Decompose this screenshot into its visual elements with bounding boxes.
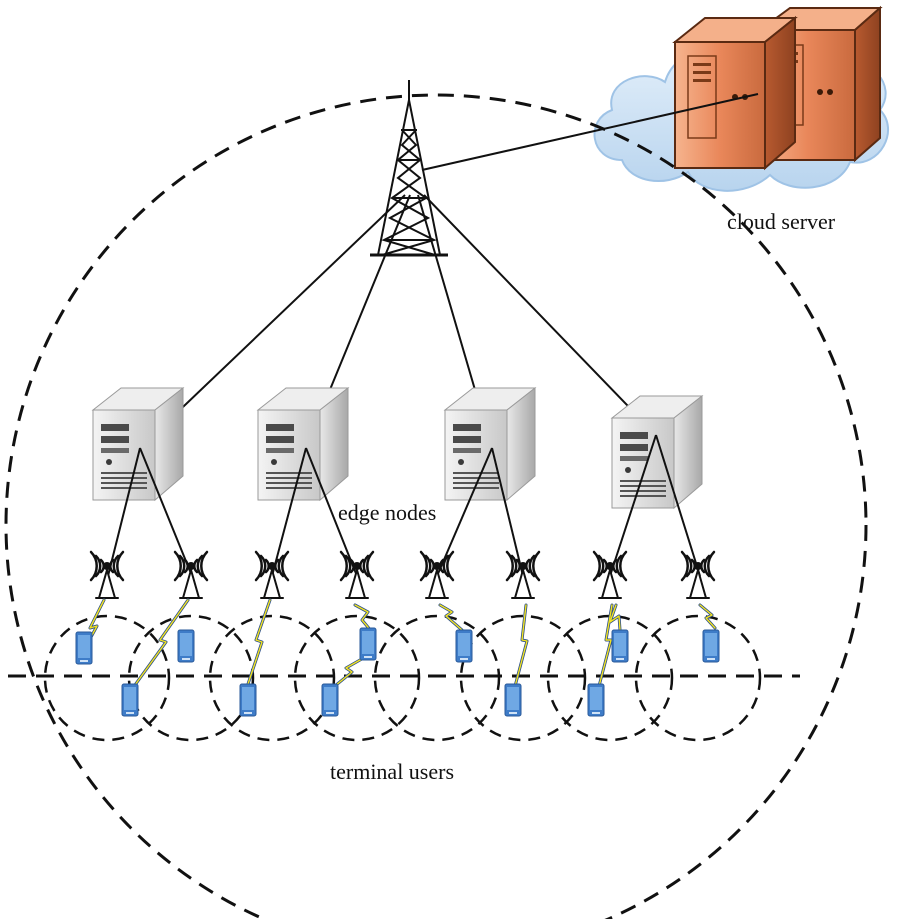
- rack-server-icon: [672, 5, 883, 171]
- edge-server-3: [444, 387, 536, 501]
- lightning-bolt-icon: [82, 598, 717, 692]
- terminal-users-label: terminal users: [330, 759, 454, 784]
- edge-server-1: [92, 387, 184, 501]
- smartphone-icon: [75, 627, 720, 717]
- cell-tower-icon: [370, 80, 448, 257]
- edge-nodes-label: edge nodes: [338, 500, 436, 525]
- edge-ap-links: [107, 434, 701, 577]
- cloud-server-label: cloud server: [727, 209, 836, 234]
- backhaul-link: [421, 93, 759, 171]
- edge-server-2: [257, 387, 349, 501]
- wireless-antenna-icon: [89, 550, 716, 600]
- macro-coverage-circle: [4, 93, 868, 919]
- edge-server-4: [611, 395, 703, 509]
- small-coverage-circles: [43, 614, 762, 742]
